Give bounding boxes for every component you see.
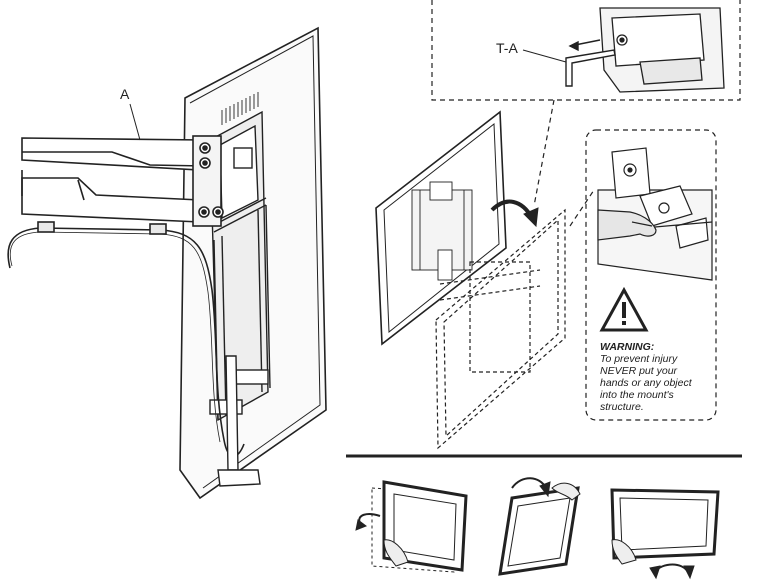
detail-callout-top (431, 0, 741, 101)
warning-line: structure. (600, 401, 644, 413)
hand-icon (597, 209, 657, 241)
cable-clip-post (217, 355, 261, 487)
mount-closeup (597, 147, 713, 281)
tilt-top-icon (498, 477, 581, 576)
callout-leader-right (569, 189, 595, 227)
warning-line: To prevent injury (600, 353, 678, 365)
detail-callout-right (585, 129, 717, 421)
cable (7, 221, 245, 458)
tv-ghost-rotated (435, 208, 566, 450)
tv-screen-front (375, 110, 507, 346)
arm-label: A (120, 86, 130, 102)
hex-key-tool (522, 39, 616, 87)
warning-triangle-icon (599, 286, 649, 332)
warning-text: WARNING: To prevent injury NEVER put you… (600, 341, 720, 413)
vesa-bracket (209, 110, 271, 422)
warning-line: hands or any object (600, 377, 692, 389)
warning-line: NEVER put your (600, 365, 678, 377)
mount-arm (21, 103, 224, 227)
warning-line: into the mount's (600, 389, 674, 401)
rotate-arrow-icon (490, 199, 539, 228)
level-adjust-icon (610, 488, 720, 580)
bracket-detail-top (599, 7, 725, 93)
swivel-left-icon (355, 480, 468, 573)
tool-label: T-A (496, 40, 518, 56)
warning-title: WARNING: (600, 341, 655, 353)
callout-leader-top (533, 99, 555, 207)
